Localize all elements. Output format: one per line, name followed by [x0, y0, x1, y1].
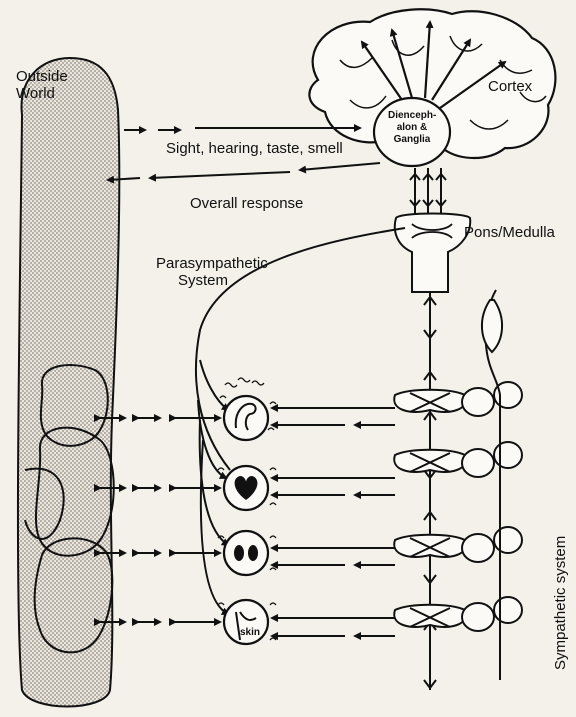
pons-medulla-label: Pons/Medulla [464, 224, 555, 241]
parasympathetic-label-2: System [178, 272, 228, 289]
organ-circles [224, 396, 268, 644]
senses-label: Sight, hearing, taste, smell [166, 140, 343, 157]
diencephalon-label-1: Dienceph- [388, 110, 436, 121]
sympathetic-ganglia [462, 382, 522, 631]
spinal-cord [424, 292, 436, 690]
outside-world-label-1: Outside [16, 68, 68, 85]
parasympathetic-label-1: Parasympathetic [156, 255, 268, 272]
outside-world-label-2: World [16, 85, 55, 102]
cortex-label: Cortex [488, 78, 532, 95]
skin-label: skin [240, 624, 260, 641]
diencephalon-label-2: alon & [388, 122, 436, 133]
brainstem-tracts [410, 168, 446, 215]
sympathetic-system-label: Sympathetic system [552, 536, 569, 670]
overall-response-label: Overall response [190, 195, 303, 212]
pons-medulla-shape [395, 214, 470, 293]
diencephalon-label-3: Ganglia [388, 134, 436, 145]
sympathetic-to-organs [272, 408, 395, 636]
